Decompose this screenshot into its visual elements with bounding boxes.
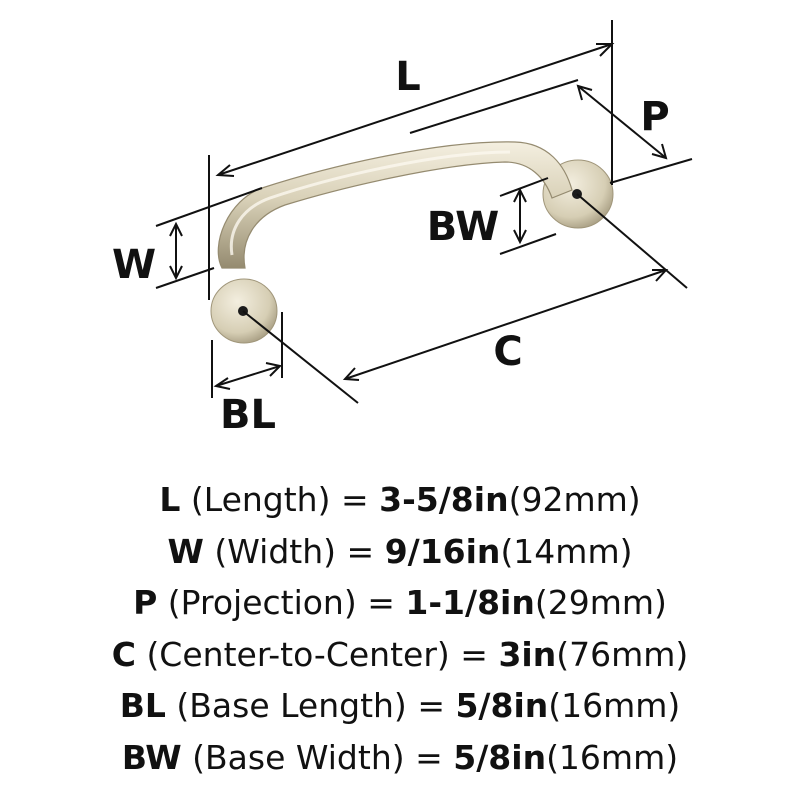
spec-row-center-to-center: C (Center-to-Center) = 3in(76mm) [0,629,800,681]
length-dimension-line [217,43,613,176]
spec-metric: (29mm) [534,583,667,622]
width-extension-top [155,187,263,227]
center-extension-left [242,310,359,404]
spec-code: P [133,583,158,622]
projection-extension-top [409,79,579,134]
spec-name: (Width) [214,531,337,571]
length-label: L [395,54,421,100]
projection-dimension-line [577,85,667,159]
spec-name: (Length) [190,480,331,519]
spec-code: L [159,480,181,519]
spec-equals: = [460,634,488,674]
spec-equals: = [340,480,369,519]
spec-value: 9/16in [384,531,501,571]
center-extension-right [576,193,688,289]
spec-equals: = [415,737,443,777]
base-width-label: BW [427,204,499,250]
spec-value: 3-5/8in [379,480,509,519]
dimension-specs-list: L (Length) = 3-5/8in(92mm) W (Width) = 9… [0,474,800,783]
base-length-dimension-line [215,365,281,387]
spec-row-projection: P (Projection) = 1-1/8in(29mm) [0,577,800,629]
spec-code: C [111,634,136,674]
spec-value: 1-1/8in [405,583,535,622]
base-width-arrow-top [513,187,527,203]
spec-name: (Center-to-Center) [146,634,450,674]
spec-value: 3in [498,634,557,674]
projection-extension-bottom [609,158,693,184]
projection-label: P [640,94,669,140]
spec-value: 5/8in [453,737,547,777]
base-length-label: BL [220,392,276,438]
base-length-arrow-left [213,377,231,390]
center-dimension-line [344,269,667,380]
center-arrow-left [342,367,360,381]
spec-metric: (16mm) [548,686,681,725]
spec-metric: (76mm) [556,634,689,674]
spec-equals: = [367,583,395,622]
handle-highlight [229,150,511,256]
spec-name: (Base Width) [192,737,405,777]
width-label: W [112,242,156,288]
spec-equals: = [417,686,445,725]
base-width-arrow-bottom [513,229,527,245]
dimension-lines [155,20,693,404]
projection-arrow-bottom [651,143,668,160]
width-arrow-bottom [169,265,183,281]
spec-code: BW [121,737,182,777]
spec-metric: (16mm) [546,737,679,777]
base-width-extension-top [499,177,549,197]
spec-metric: (92mm) [508,480,641,519]
spec-row-width: W (Width) = 9/16in(14mm) [0,526,800,578]
spec-code: BL [119,686,166,725]
length-arrow-left [215,164,235,177]
spec-name: (Base Length) [176,686,407,725]
width-extension-bottom [155,267,215,289]
base-length-arrow-right [265,362,283,377]
spec-row-length: L (Length) = 3-5/8in(92mm) [0,474,800,526]
width-arrow-top [169,221,183,237]
spec-row-base-length: BL (Base Length) = 5/8in(16mm) [0,680,800,732]
spec-value: 5/8in [455,686,549,725]
spec-row-base-width: BW (Base Width) = 5/8in(16mm) [0,732,800,784]
base-width-extension-bottom [499,233,557,255]
spec-name: (Projection) [167,583,357,622]
spec-metric: (14mm) [500,531,633,571]
cabinet-pull-dimension-diagram: L P W BW C BL [112,20,693,438]
center-label: C [493,329,522,375]
spec-code: W [167,531,204,571]
spec-equals: = [346,531,375,571]
cabinet-pull-image [210,141,614,344]
projection-arrow-top [576,84,593,101]
handle-bar [217,141,573,269]
